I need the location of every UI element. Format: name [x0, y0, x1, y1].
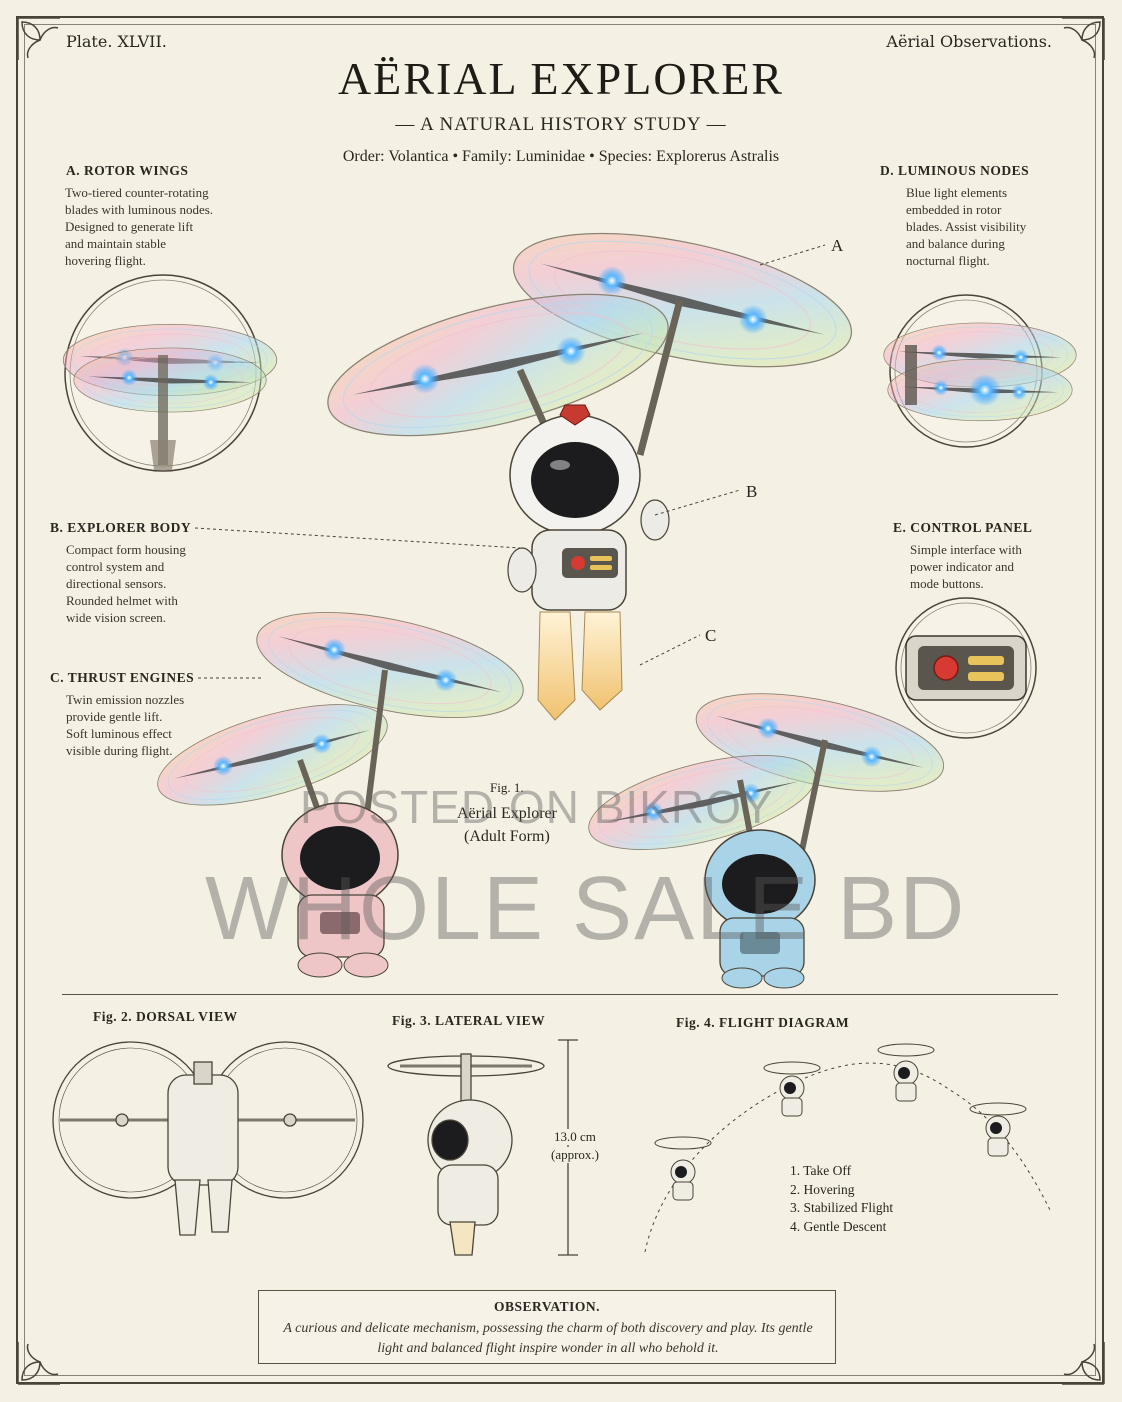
- callout-b-text: Compact form housing control system and …: [66, 541, 236, 626]
- flight-figure-2: [763, 1061, 821, 1117]
- observation-title: OBSERVATION.: [494, 1299, 600, 1314]
- page-title: AËRIAL EXPLORER: [337, 53, 785, 104]
- flight-step: 2. Hovering: [790, 1182, 855, 1197]
- callout-a-line: and maintain stable: [65, 236, 167, 251]
- callout-c-text: Twin emission nozzles provide gentle lif…: [66, 691, 236, 759]
- callout-a-line: hovering flight.: [65, 253, 146, 268]
- callout-b-line: wide vision screen.: [66, 610, 167, 625]
- callout-a-line: Designed to generate lift: [65, 219, 194, 234]
- callout-d-line: and balance during: [906, 236, 1005, 251]
- plate-number: Plate. XLVII.: [66, 32, 167, 51]
- taxonomy-line: Order: Volantica • Family: Luminidae • S…: [342, 148, 780, 165]
- inner-frame: [24, 24, 1096, 1376]
- outer-frame: [16, 16, 1104, 1384]
- page-subtitle: — A NATURAL HISTORY STUDY —: [395, 114, 727, 135]
- corner-ornament-tr-icon: [1062, 17, 1105, 60]
- callout-d-line: blades. Assist visibility: [906, 219, 1027, 234]
- callout-e-line: power indicator and: [910, 559, 1014, 574]
- pink-explorer-illustration: [146, 591, 533, 978]
- section-divider: [62, 994, 1058, 995]
- fig4-heading: Fig. 4. FLIGHT DIAGRAM: [676, 1015, 850, 1030]
- callout-d-text: Blue light elements embedded in rotor bl…: [906, 184, 1076, 269]
- callout-b-line: control system and: [66, 559, 165, 574]
- callout-c-line: provide gentle lift.: [66, 709, 163, 724]
- callout-e-text: Simple interface with power indicator an…: [910, 541, 1080, 592]
- callout-d-line: nocturnal flight.: [906, 253, 990, 268]
- flight-figure-3: [877, 1043, 935, 1102]
- observation-box: OBSERVATION. A curious and delicate mech…: [258, 1290, 836, 1364]
- inset-control-panel-detail: [895, 597, 1037, 739]
- callout-d-heading: D. LUMINOUS NODES: [880, 163, 1030, 178]
- callout-c-heading: C. THRUST ENGINES: [50, 670, 195, 685]
- callout-a-heading: A. ROTOR WINGS: [66, 163, 189, 178]
- callout-e-heading: E. CONTROL PANEL: [893, 520, 1033, 535]
- corner-ornament-bl-icon: [17, 1342, 60, 1385]
- fig1-form: (Adult Form): [464, 828, 550, 845]
- callout-b-heading: B. EXPLORER BODY: [50, 520, 192, 535]
- corner-ornament-tl-icon: [17, 17, 60, 60]
- observation-text: A curious and delicate mechanism, posses…: [283, 1321, 813, 1356]
- pointer-letter-a: A: [831, 236, 844, 255]
- fig3-measure: 13.0 cm: [554, 1129, 596, 1145]
- callout-e-line: Simple interface with: [910, 542, 1022, 557]
- callout-d-line: Blue light elements: [906, 185, 1008, 200]
- fig3-heading: Fig. 3. LATERAL VIEW: [392, 1013, 546, 1028]
- callout-a-line: Two-tiered counter-rotating: [65, 185, 209, 200]
- pointer-letter-c: C: [705, 626, 717, 645]
- fig1-label: Fig. 1.: [490, 780, 524, 795]
- pointer-letter-b: B: [746, 482, 758, 501]
- callout-b-line: Compact form housing: [66, 542, 186, 557]
- callout-b-line: Rounded helmet with: [66, 593, 178, 608]
- callout-d-line: embedded in rotor: [906, 202, 1002, 217]
- fig3-approx: (approx.): [551, 1147, 600, 1163]
- flight-figure-4: [969, 1102, 1027, 1157]
- callout-c-line: visible during flight.: [66, 743, 173, 758]
- fig2-heading: Fig. 2. DORSAL VIEW: [93, 1009, 238, 1024]
- inset-rotor-detail: [62, 274, 278, 472]
- callout-e-line: mode buttons.: [910, 576, 984, 591]
- blue-explorer-illustration: [579, 674, 953, 989]
- corner-ornament-br-icon: [1062, 1342, 1105, 1385]
- main-explorer-illustration: [313, 207, 864, 721]
- callout-b-line: directional sensors.: [66, 576, 167, 591]
- callout-c-line: Soft luminous effect: [66, 726, 172, 741]
- callout-a-line: blades with luminous nodes.: [65, 202, 214, 217]
- callout-a-text: Two-tiered counter-rotating blades with …: [65, 184, 245, 269]
- leader-lines: [194, 244, 826, 679]
- flight-step: 3. Stabilized Flight: [790, 1200, 894, 1215]
- flight-figure-1: [654, 1136, 712, 1201]
- inset-luminous-node-detail: [883, 294, 1077, 448]
- corner-title: Aërial Observations.: [886, 32, 1052, 51]
- callout-c-line: Twin emission nozzles: [66, 692, 185, 707]
- flight-step: 1. Take Off: [790, 1163, 852, 1178]
- fig1-name: Aërial Explorer: [457, 805, 557, 822]
- flight-step: 4. Gentle Descent: [790, 1219, 887, 1234]
